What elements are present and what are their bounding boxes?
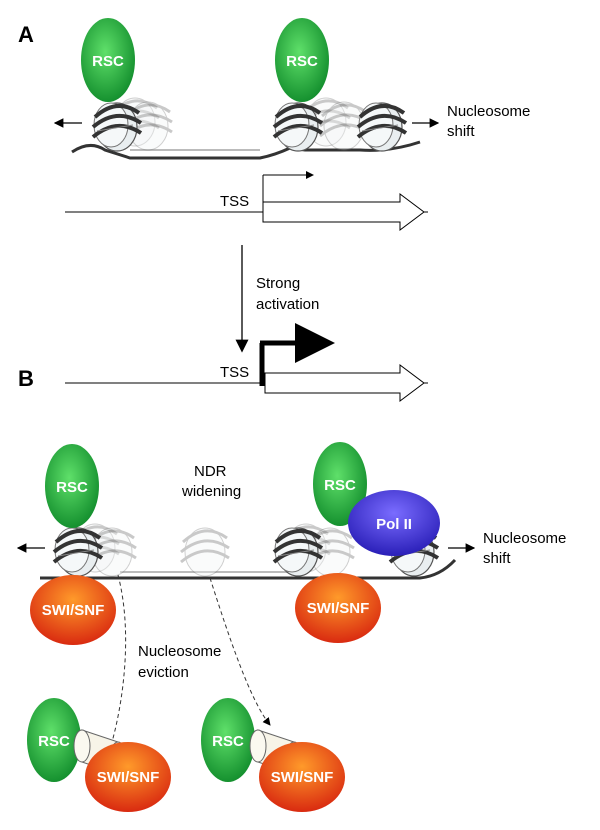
rsc-complex-a-right: RSC xyxy=(275,18,329,102)
swisnf-label: SWI/SNF xyxy=(42,602,105,619)
eviction-label-1: Nucleosome xyxy=(138,643,221,660)
strong-activation-label-2: activation xyxy=(256,296,319,313)
swisnf-label: SWI/SNF xyxy=(97,769,160,786)
nucleosome-shift-label-b-2: shift xyxy=(483,550,511,567)
eviction-arrow-right xyxy=(209,577,271,726)
eviction-label-2: eviction xyxy=(138,664,189,681)
swisnf-label: SWI/SNF xyxy=(307,600,370,617)
nucleosome-shift-label-a-1: Nucleosome xyxy=(447,103,530,120)
pol2-complex: Pol II xyxy=(348,490,440,556)
rsc-label: RSC xyxy=(38,733,70,750)
nucleosome-a-right xyxy=(272,96,408,153)
rsc-label: RSC xyxy=(286,53,318,70)
tss-label-a: TSS xyxy=(220,193,249,210)
swisnf-complex-b-left: SWI/SNF xyxy=(30,575,116,645)
rsc-label: RSC xyxy=(324,477,356,494)
eviction-arrow-left xyxy=(106,574,127,756)
rsc-label: RSC xyxy=(92,53,124,70)
tss-label-b: TSS xyxy=(220,364,249,381)
rsc-complex-a-left: RSC xyxy=(81,18,135,102)
rsc-complex-b-right: RSC xyxy=(313,442,367,526)
gene-b xyxy=(65,323,428,402)
ndr-label-2: widening xyxy=(181,483,241,500)
strong-activation-label-1: Strong xyxy=(256,275,300,292)
nucleosome-b-left xyxy=(52,522,138,578)
rsc-label: RSC xyxy=(56,479,88,496)
nucleosome-shift-label-a-2: shift xyxy=(447,123,475,140)
ndr-label-1: NDR xyxy=(194,463,227,480)
rsc-label: RSC xyxy=(212,733,244,750)
panel-b-label: B xyxy=(18,366,34,391)
swisnf-complex-b-right: SWI/SNF xyxy=(295,573,381,643)
pol2-label: Pol II xyxy=(376,516,412,533)
panel-a-label: A xyxy=(18,22,34,47)
evicted-complex-right: RSC SWI/SNF xyxy=(201,698,345,812)
nucleosome-b-center xyxy=(179,526,231,578)
gene-a xyxy=(65,171,428,231)
nucleosome-shift-label-b-1: Nucleosome xyxy=(483,530,566,547)
swisnf-label: SWI/SNF xyxy=(271,769,334,786)
rsc-complex-b-left: RSC xyxy=(45,444,99,528)
nucleosome-a-left xyxy=(91,96,174,153)
evicted-complex-left: RSC SWI/SNF xyxy=(27,698,171,812)
